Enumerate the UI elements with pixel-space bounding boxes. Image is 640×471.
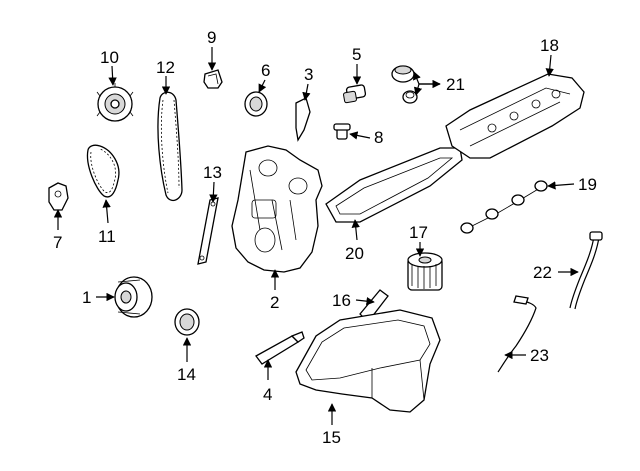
cam-sprocket-part [96,83,134,122]
short-chain-part [86,144,120,198]
timing-cover-part [231,145,323,273]
callout-5: 5 [352,45,361,64]
callout-8: 8 [374,128,383,147]
callout-7: 7 [53,233,62,252]
callout-10: 10 [100,48,119,67]
oil-filter-part [407,252,443,291]
oil-filler-cap-part [391,65,415,83]
callout-11: 11 [98,227,116,246]
oil-pan-part [295,309,441,413]
callout-6: 6 [261,61,270,80]
callout-9: 9 [207,28,216,47]
tube-seal-gasket-part [460,180,548,234]
front-seal-part [244,91,268,117]
sensor-part [343,84,367,104]
chain-tensioner-part [48,182,69,211]
sealant-tube-part [255,331,305,365]
crank-pulley-part [114,276,153,318]
crank-seal-part [174,308,200,336]
callout-22: 22 [533,263,552,282]
timing-chain-part [157,91,183,202]
callout-23: 23 [530,346,549,365]
callout-2: 2 [270,293,279,312]
callout-14: 14 [177,365,196,384]
callout-labels: 10 12 9 6 3 5 8 21 18 19 13 11 7 20 17 2… [53,28,597,447]
valve-cover-part [445,73,585,159]
valve-cover-gasket-part [325,147,463,223]
callout-19: 19 [578,175,597,194]
bracket-part [203,69,223,89]
callout-leaders [53,47,579,425]
callout-17: 17 [409,223,428,242]
guide-rail-part [197,197,219,265]
callout-15: 15 [322,428,341,447]
bolt-part [333,123,351,140]
callout-12: 12 [156,58,175,77]
callout-4: 4 [263,385,272,404]
callout-21: 21 [446,75,465,94]
callout-20: 20 [345,244,364,263]
dipstick-tube-part [569,231,603,310]
callout-3: 3 [304,65,313,84]
cap-gasket-part [402,90,418,104]
callout-16: 16 [332,291,351,310]
dipstick-part [497,295,537,373]
callout-18: 18 [540,36,559,55]
chain-guide-part [295,97,311,142]
callout-13: 13 [203,163,222,182]
callout-1: 1 [82,288,91,307]
